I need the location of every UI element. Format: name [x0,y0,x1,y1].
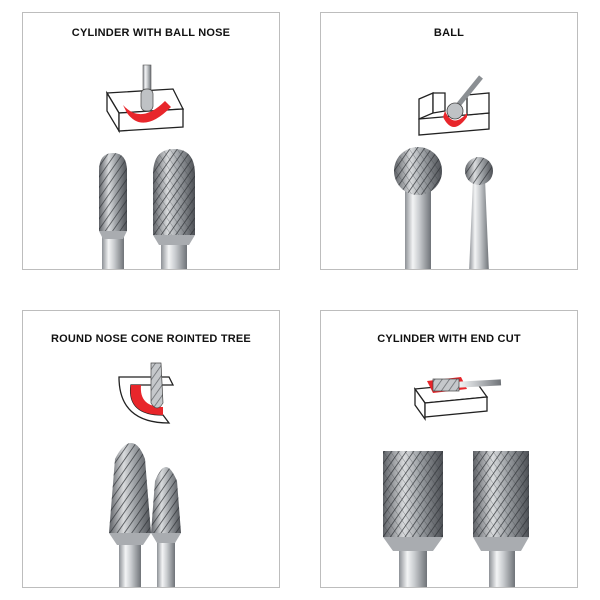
ball-illustration [394,75,493,269]
cylinder-end-cut-illustration [383,377,529,587]
burr-ball-small [465,157,493,269]
cylinder-ball-nose-illustration [99,64,195,269]
panel-round-nose-cone: ROUND NOSE CONE ROINTED TREE [22,310,280,588]
workpiece-diagram [105,64,185,134]
panel-title: ROUND NOSE CONE ROINTED TREE [51,333,251,345]
panel-cylinder-end-cut: CYLINDER WITH END CUT [320,310,578,588]
panel-title: BALL [433,27,465,39]
burr-small [99,153,127,269]
panel-title: CYLINDER WITH END CUT [377,333,521,345]
round-nose-cone-illustration [109,362,181,587]
burr-cone-small [151,467,181,587]
burr-cone-large [109,443,151,587]
panel-ball: BALL [320,12,578,270]
panel-cylinder-ball-nose: CYLINDER WITH BALL NOSE [22,12,280,270]
workpiece-diagram [418,75,490,136]
workpiece-diagram [413,377,502,422]
burr-ball-large [394,147,442,269]
burr-end-cut-right [473,451,529,587]
burr-end-cut-left [383,451,443,587]
burr-large [153,149,195,269]
panel-title: CYLINDER WITH BALL NOSE [71,27,231,39]
workpiece-diagram [118,362,175,424]
